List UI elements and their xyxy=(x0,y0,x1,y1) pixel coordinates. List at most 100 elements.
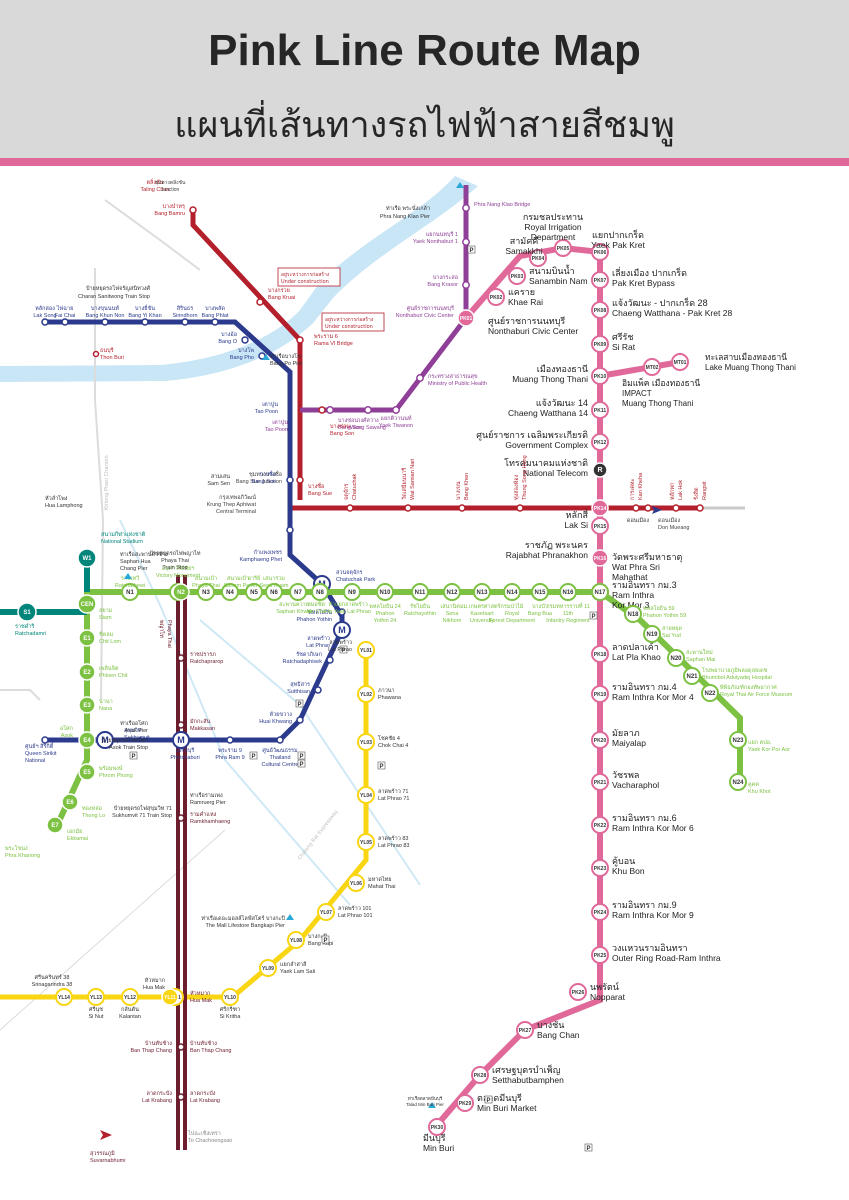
krung-thep-en: Krung Thep Aphiwat xyxy=(207,502,257,508)
station-code: E3 xyxy=(83,703,91,709)
pink-station-pk10 xyxy=(591,367,609,385)
green-station-en: Thong Lo xyxy=(82,813,105,819)
blue-station-th: รัชดาภิเษก xyxy=(296,651,322,658)
station-code: N16 xyxy=(562,590,574,596)
station-label: ป้ายหยุดรถไฟจรัญสนิทวงศ์ xyxy=(86,285,151,292)
station-code: PK30 xyxy=(431,1125,444,1131)
green-station-en: Phaya Thai xyxy=(192,583,220,589)
red-north-station-en: Don Mueang xyxy=(658,525,690,531)
parking-icon xyxy=(129,751,138,760)
station-code: YL06 xyxy=(350,881,362,887)
maroon-station-marker xyxy=(177,814,185,822)
green-station-e3 xyxy=(78,696,96,714)
green-station-th: พหลโยธิน 59 xyxy=(643,604,675,612)
blue-station-th: เพชรบุรี xyxy=(176,747,195,754)
pink-station-en: Bang Chan xyxy=(537,1030,580,1040)
station-label: ธนบุรี xyxy=(100,347,114,354)
yellow-station-th: ลาดพร้าว xyxy=(329,639,352,646)
green-station-en: Phahon xyxy=(376,611,395,617)
blue-station-en: Bang O xyxy=(218,339,237,345)
green-station-en: University xyxy=(470,618,494,624)
blue-station-en: Ratchadaphisek xyxy=(283,659,323,665)
pink-station-pk20 xyxy=(591,731,609,749)
green-station-en: Mo Chit xyxy=(307,609,326,615)
pink-station-en: Outer Ring Road-Ram Inthra xyxy=(612,953,721,963)
station-code: N1 xyxy=(126,590,134,596)
green-station-en: Forest Department xyxy=(489,618,535,624)
route-map[interactable]: Khlong Phasi Charoen Chalong Rat Express… xyxy=(0,166,849,1200)
station-code: N20 xyxy=(670,656,682,662)
blue-station-th: บางซื่อ xyxy=(260,470,276,478)
yellow-station-th: ศรีนุช xyxy=(89,1006,103,1013)
pink-station-pk29 xyxy=(456,1094,474,1112)
pink-station-pk19 xyxy=(591,685,609,703)
station-code: N13 xyxy=(476,590,488,596)
parking-icon-label: P xyxy=(251,754,255,760)
maroon-station-en: Ramkhamhaeng xyxy=(190,819,230,825)
green-station-th: สะพานควาย xyxy=(279,601,309,608)
station-code: MT02 xyxy=(646,365,659,371)
green-station-th: กรมป่าไม้ xyxy=(501,603,524,610)
pink-station-en: Ram Inthra Kor Mor 9 xyxy=(612,910,694,920)
green-station-th: สนามเป้า xyxy=(195,575,217,582)
pink-station-pk22 xyxy=(591,816,609,834)
construction-note-th: อยู่ระหว่างการก่อสร้าง xyxy=(281,271,330,278)
blue-station-th: บางอ้อ xyxy=(221,331,237,338)
pink-station-en: Mahathat xyxy=(612,572,648,582)
blue-station-marker xyxy=(314,686,322,694)
blue-station-th: หลักสอง xyxy=(35,305,55,312)
station-code: N2 xyxy=(177,590,185,596)
green-station-en: Phloen Chit xyxy=(99,673,128,679)
green-station-en: National Stadium xyxy=(101,539,143,545)
green-station-en: Phra Khanong xyxy=(5,853,40,859)
blue-station-en: Huai Khwang xyxy=(259,719,292,725)
station-code: E7 xyxy=(51,823,59,829)
station-code: N18 xyxy=(627,612,639,618)
red-north-station-en: Chatuchak xyxy=(352,473,358,500)
yellow-station-en: Srinagarindra 38 xyxy=(32,982,73,988)
rail-label: Chalong Rat Expressway xyxy=(297,809,340,861)
station-code: N21 xyxy=(686,674,698,680)
station-code: N22 xyxy=(704,691,716,697)
blue-station-en: Sutthisan xyxy=(287,689,310,695)
green-station-th: รัชโยธิน xyxy=(410,602,430,610)
red-north-station-th: ชุมทางบางซื่อ xyxy=(249,470,282,478)
pink-station-en: Ram Inthra Kor Mor 6 xyxy=(612,823,694,833)
red-north-station-en: Rangsit xyxy=(702,481,708,500)
maroon-station-en: Ban Thap Chang xyxy=(131,1048,173,1054)
pink-station-pk15 xyxy=(591,517,609,535)
yellow-station-th: ศรีกรีฑา xyxy=(220,1006,240,1013)
station-label: ป้ายหยุดรถไฟสุขุมวิท 71 xyxy=(114,805,172,812)
pink-station-th: เศรษฐบุตรบำเพ็ญ xyxy=(492,1063,561,1076)
maroon-station-en: Lat Krabang xyxy=(190,1098,220,1104)
pink-station-th: กรมชลประทาน xyxy=(523,212,583,222)
green-station-en: Kasetsart xyxy=(470,611,494,617)
purple-station-marker xyxy=(392,406,400,414)
pink-station-pk16 xyxy=(591,549,609,567)
red-north-station-th: การเคหะ xyxy=(630,478,636,500)
yellow-station-th: กลันตัน xyxy=(121,1006,139,1013)
pink-station-en: National Telecom xyxy=(523,468,588,478)
pink-station-en: Si Rat xyxy=(612,342,636,352)
parking-icon-label: P xyxy=(591,614,595,620)
blue-station-en: Bang Sue xyxy=(252,479,276,485)
purple-line xyxy=(300,185,469,413)
green-station-th: อโศก xyxy=(60,724,73,732)
red-north-station-en: Wat Samian Nari xyxy=(410,459,416,500)
pier-label: ท่าเรือ พระนั่งเกล้า xyxy=(386,204,430,212)
blue-station-th: สุทธิสาร xyxy=(290,681,310,688)
yellow-station-en: Lat Phrao 83 xyxy=(378,843,410,849)
red-north-station-en: Kan Kheha xyxy=(638,472,644,500)
pink-station-pk08 xyxy=(591,301,609,319)
krung-thep-th: กรุงเทพอภิวัฒน์ xyxy=(219,494,256,501)
yellow-station-yl07 xyxy=(317,903,335,921)
blue-station-en: Kamphaeng Phet xyxy=(239,557,282,563)
blue-station-th: สวนจตุจักร xyxy=(336,569,363,576)
station-code: S1 xyxy=(23,610,31,616)
red-station-marker xyxy=(296,476,304,484)
green-station-n8 xyxy=(311,583,329,601)
pink-station-th: วงแหวนรามอินทรา xyxy=(612,943,688,953)
pink-station-pk01 xyxy=(457,309,475,327)
blue-station-en: Chatuchak Park xyxy=(336,577,375,583)
purple-station-en: Nonthaburi Civic Center xyxy=(396,313,455,319)
